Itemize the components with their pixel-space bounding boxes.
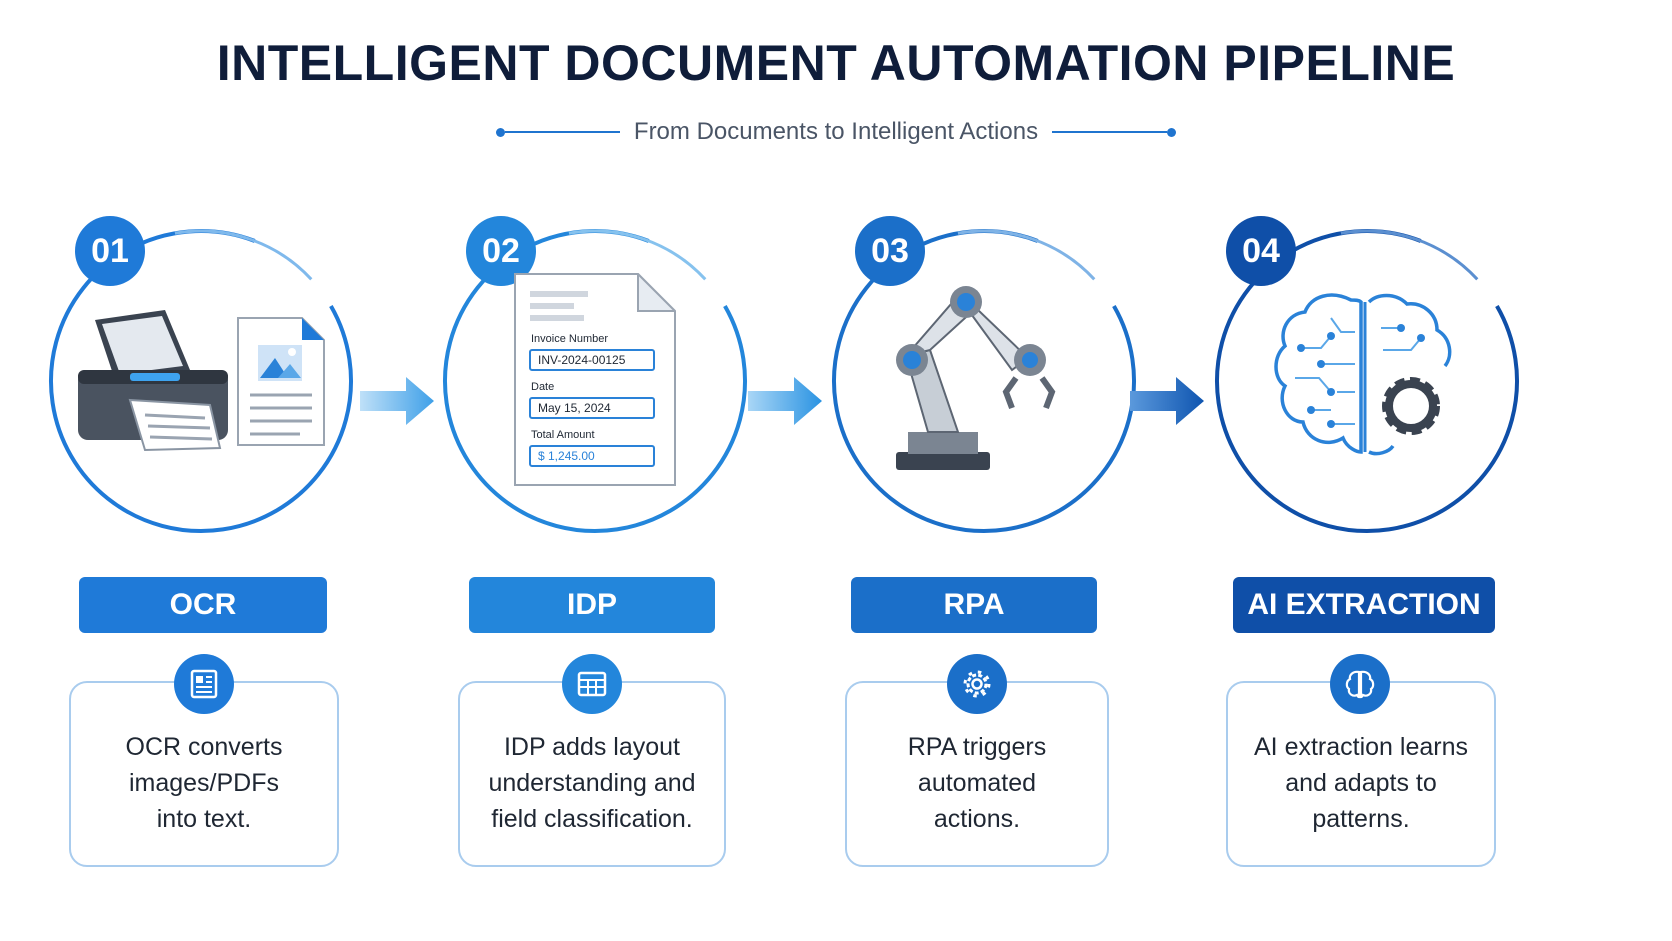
step-description-card: OCR converts images/PDFs into text. xyxy=(69,681,339,867)
subtitle-left-rule xyxy=(495,127,620,137)
page-title: INTELLIGENT DOCUMENT AUTOMATION PIPELINE xyxy=(216,35,1456,91)
description-line: understanding and xyxy=(488,769,696,797)
step-number-badge: 03 xyxy=(855,216,925,286)
description-line: actions. xyxy=(933,805,1021,833)
description-line: field classification. xyxy=(491,805,693,833)
step-label: OCR xyxy=(79,577,327,633)
form-label: Invoice Number xyxy=(531,333,609,345)
step-ai-extraction: 04 AI EXTRACTION AI extraction learns an… xyxy=(1166,0,1584,941)
description-line: patterns. xyxy=(1312,805,1410,833)
gear-icon xyxy=(947,654,1007,714)
step-number-badge: 04 xyxy=(1226,216,1296,286)
description-line: AI extraction learns xyxy=(1254,733,1468,761)
step-number-badge: 01 xyxy=(75,216,145,286)
form-value: $ 1,245.00 xyxy=(538,449,595,463)
step-rpa: 03 RPA RPA triggers automated actions. xyxy=(783,0,1201,941)
invoice-form-icon xyxy=(514,273,676,486)
description-line: into text. xyxy=(156,805,252,833)
arrow-right-icon xyxy=(1130,377,1204,425)
description-line: images/PDFs xyxy=(128,769,280,797)
step-ocr: 01 OCR OCR converts images/PDFs into tex… xyxy=(0,0,418,941)
subtitle-row: From Documents to Intelligent Actions xyxy=(0,118,1672,146)
step-label: IDP xyxy=(469,577,715,633)
description-line: and adapts to xyxy=(1285,769,1437,797)
subtitle-right-rule xyxy=(1052,127,1177,137)
step-label: AI EXTRACTION xyxy=(1233,577,1495,633)
robot-arm-icon xyxy=(896,286,1056,470)
form-label: Total Amount xyxy=(531,429,595,441)
arrow-right-icon xyxy=(748,377,822,425)
form-label: Date xyxy=(531,381,555,393)
page-subtitle: From Documents to Intelligent Actions xyxy=(633,118,1039,145)
form-value: INV-2024-00125 xyxy=(538,353,626,367)
arrow-right-icon xyxy=(360,377,434,425)
description-line: automated xyxy=(917,769,1037,797)
table-grid-icon xyxy=(562,654,622,714)
text-document-icon xyxy=(174,654,234,714)
form-value: May 15, 2024 xyxy=(538,401,611,415)
step-idp: 02 Invoice Number INV-2024-00125 Date Ma… xyxy=(394,0,812,941)
description-line: IDP adds layout xyxy=(503,733,681,761)
description-line: OCR converts xyxy=(125,733,283,761)
brain-gear-icon xyxy=(1274,293,1452,456)
scanner-document-icon xyxy=(78,310,325,452)
brain-icon xyxy=(1330,654,1390,714)
step-label: RPA xyxy=(851,577,1097,633)
description-line: RPA triggers xyxy=(907,733,1047,761)
